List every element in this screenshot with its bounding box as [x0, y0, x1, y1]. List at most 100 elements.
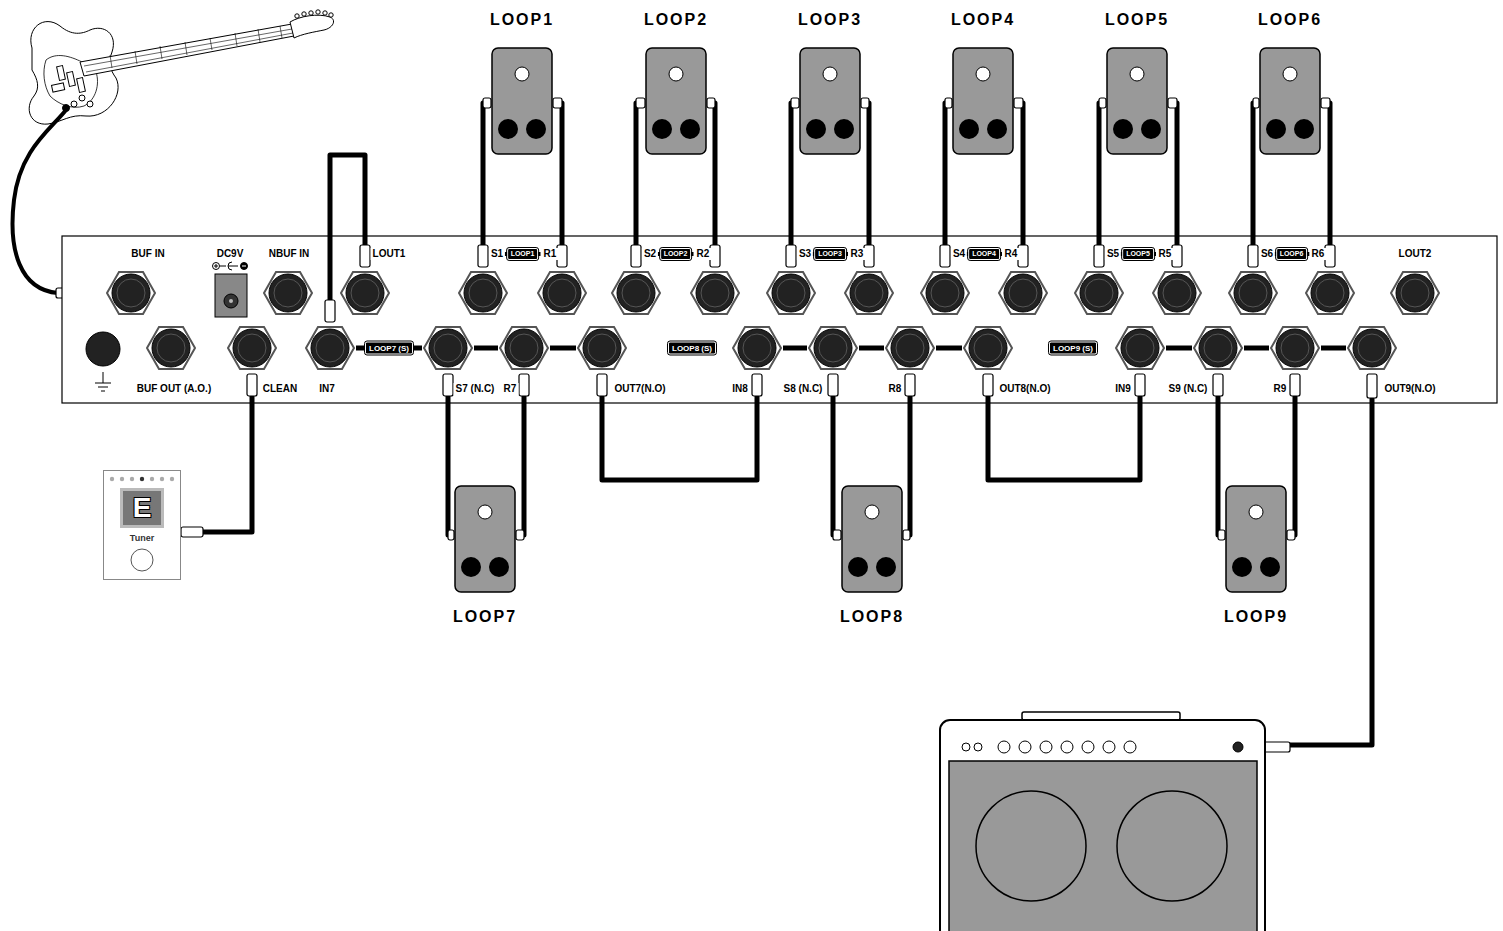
- jack-label: R7: [502, 383, 519, 395]
- jack-plug: [1321, 98, 1330, 108]
- jack-label: LOUT1: [371, 248, 408, 260]
- loop-title: LOOP7: [453, 607, 517, 627]
- loop-tag: LOOP2: [660, 248, 692, 260]
- drawing-part: [469, 279, 497, 307]
- drawing-part: [1117, 791, 1227, 901]
- drawing-part: [505, 329, 543, 367]
- drawing-part: [806, 119, 826, 139]
- drawing-part: [1367, 374, 1377, 398]
- node-outline: [1073, 267, 1125, 319]
- jack-plug: [710, 245, 720, 267]
- drawing-part: [772, 274, 810, 312]
- drawing-part: [680, 119, 700, 139]
- panel-trace: [783, 346, 807, 351]
- node-outline: [536, 267, 588, 319]
- drawing-part: [228, 327, 276, 369]
- panel-trace: [936, 346, 962, 351]
- patch-cable: [516, 374, 524, 535]
- amplifier: [940, 712, 1265, 931]
- drawing-part: [295, 14, 299, 18]
- node-outline: [645, 47, 707, 155]
- ground-terminal: [86, 332, 120, 391]
- loop-tag: LOOP6: [1276, 248, 1308, 260]
- jack-plug: [791, 98, 799, 108]
- jack-plug: [1168, 98, 1177, 108]
- jack-label: S3: [797, 248, 813, 260]
- drawing-part: [1391, 272, 1439, 314]
- drawing-part: [157, 334, 185, 362]
- drawing-part: [1316, 279, 1344, 307]
- drawing-part: [1260, 48, 1320, 154]
- drawing-part: [921, 272, 969, 314]
- drawing-part: [842, 486, 902, 592]
- drawing-part: [891, 329, 929, 367]
- drawing-part: [743, 334, 771, 362]
- power-jack: DC9V: [214, 273, 248, 318]
- jack-plug: [181, 527, 203, 537]
- drawing-part: [1348, 327, 1396, 369]
- patch-cable: [181, 374, 252, 532]
- drawing-part: [478, 505, 492, 519]
- patch-cable: [1168, 103, 1177, 267]
- jack-plug: [940, 245, 950, 267]
- jack-label: R5: [1157, 248, 1174, 260]
- drawing-part: [110, 477, 114, 481]
- jack-socket: R2: [689, 267, 741, 319]
- jack-label: R2: [695, 248, 712, 260]
- drawing-part: [1266, 119, 1286, 139]
- drawing-part: [976, 791, 1086, 901]
- jack-label: S6: [1259, 248, 1275, 260]
- node-outline: [1225, 485, 1287, 593]
- drawing-part: [1107, 48, 1167, 154]
- drawing-part: [152, 329, 190, 367]
- jack-socket: R6: [1304, 267, 1356, 319]
- jack-plug: [443, 374, 453, 396]
- drawing-part: [492, 48, 552, 154]
- jack-plug: [752, 374, 762, 396]
- drawing-part: [855, 279, 883, 307]
- loop-tag: LOOP3: [814, 248, 846, 260]
- drawing-part: [696, 274, 734, 312]
- jack-plug: [1135, 374, 1145, 396]
- jack-plug: [483, 98, 491, 108]
- jack-plug: [325, 300, 335, 322]
- patch-cable: [448, 374, 454, 535]
- node-outline: [339, 267, 391, 319]
- patch-cable: [945, 103, 952, 267]
- jack-socket: IN8: [731, 322, 783, 374]
- jack-plug: [557, 245, 567, 267]
- effect-pedal: LOOP1: [491, 47, 553, 155]
- patch-cable: [1014, 103, 1023, 267]
- patch-cable: [553, 103, 562, 267]
- loop-title: LOOP9: [1224, 607, 1288, 627]
- node-outline: [145, 322, 197, 374]
- jack-plug: [478, 245, 488, 267]
- drawing-part: [341, 272, 389, 314]
- node-outline: [498, 322, 550, 374]
- drawing-part: [242, 266, 246, 267]
- jack-socket: S1: [457, 267, 509, 319]
- drawing-part: [220, 266, 226, 267]
- drawing-part: [612, 272, 660, 314]
- loop-title: LOOP2: [644, 10, 708, 30]
- drawing-part: [135, 51, 137, 64]
- jack-label: S7 (N.C): [454, 383, 497, 395]
- node-outline: [610, 267, 662, 319]
- drawing-part: [669, 67, 683, 81]
- jack-label: S4: [951, 248, 967, 260]
- loop-tag: LOOP8 (S): [668, 342, 716, 355]
- drawing-part: [316, 10, 320, 14]
- node-outline: [765, 267, 817, 319]
- drawing-part: [346, 274, 384, 312]
- jack-socket: R4: [997, 267, 1049, 319]
- node-outline: [1114, 322, 1166, 374]
- node-outline: [997, 267, 1049, 319]
- effect-pedal: LOOP3: [799, 47, 861, 155]
- patch-cable: [988, 374, 1140, 480]
- drawing-part: [274, 279, 302, 307]
- drawing-part: [1229, 272, 1277, 314]
- node-outline: [1389, 267, 1441, 319]
- drawing-part: [998, 741, 1010, 753]
- jack-plug: [448, 530, 454, 540]
- jack-label: LOUT2: [1397, 248, 1434, 260]
